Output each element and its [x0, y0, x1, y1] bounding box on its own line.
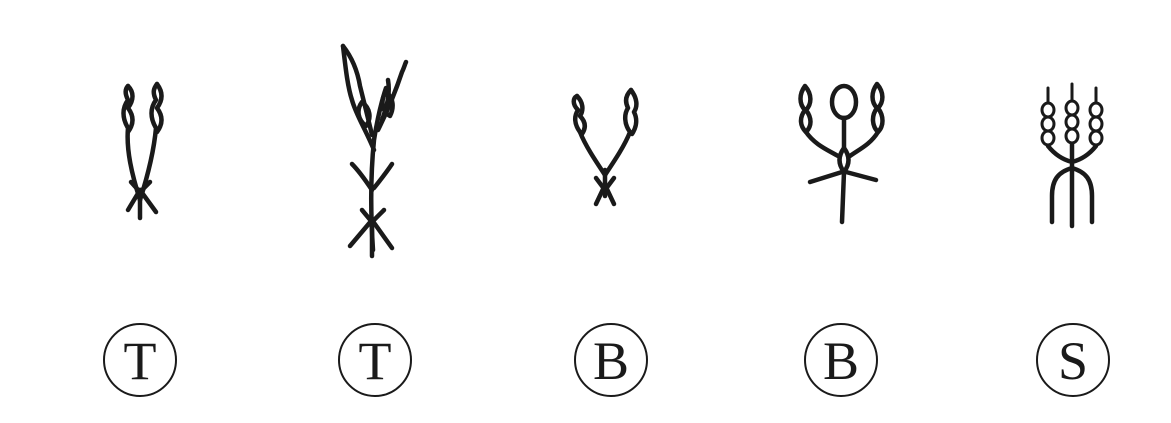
- candelabra-seed-glyph: [798, 81, 885, 225]
- circled-letter-badge: B: [804, 323, 878, 397]
- circled-letter-badge: T: [338, 323, 412, 397]
- tall-grain-stalk-glyph: [340, 43, 409, 259]
- badge-letter: B: [822, 331, 860, 391]
- circled-letter-badge: S: [1036, 323, 1110, 397]
- badge-letter: B: [592, 331, 630, 391]
- badge-letter: S: [1057, 331, 1089, 391]
- twin-sprout-glyph: [121, 81, 164, 221]
- multi-seed-trident-glyph: [1040, 82, 1104, 229]
- v-branch-glyph: [571, 87, 639, 207]
- badge-letter: T: [123, 331, 157, 391]
- badge-letter: T: [358, 331, 392, 391]
- circled-letter-badge: B: [574, 323, 648, 397]
- circled-letter-badge: T: [103, 323, 177, 397]
